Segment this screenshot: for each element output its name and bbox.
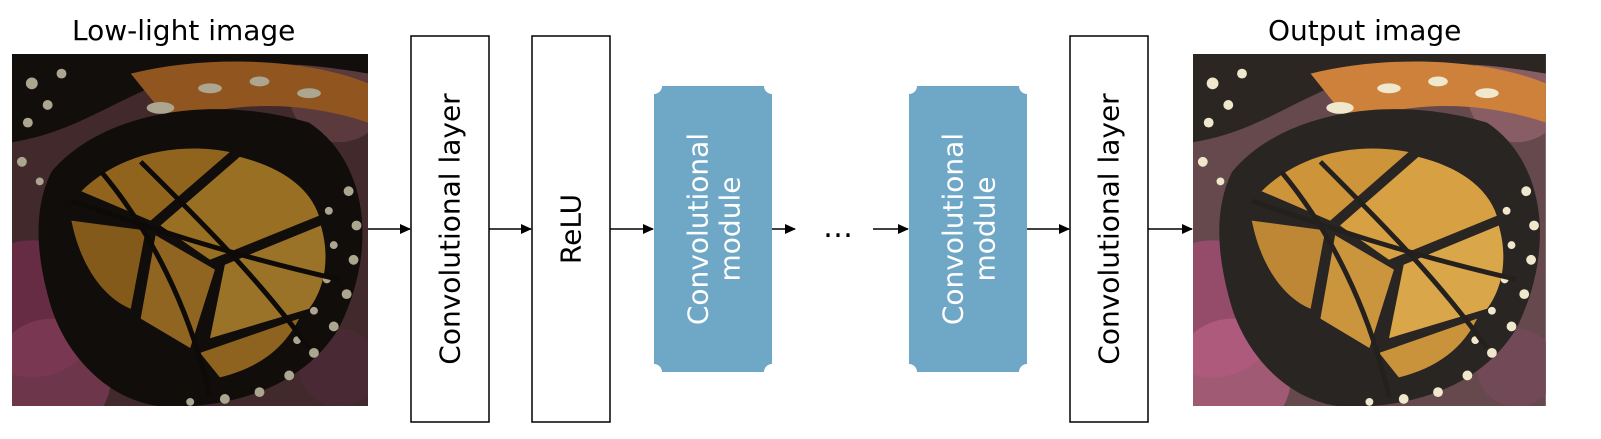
relu-label: ReLU (555, 194, 588, 264)
conv-module-box (654, 86, 772, 372)
conv-layer-label: Convolutional layer (1093, 93, 1126, 365)
conv-module-box (909, 86, 1027, 372)
low-light-image (12, 54, 368, 406)
conv-layer-box (1069, 35, 1149, 423)
conv-layer-box (410, 35, 490, 423)
conv-module-label: Convolutionalmodule (936, 133, 1001, 325)
conv-layer-label: Convolutional layer (434, 93, 467, 365)
ellipsis-label: … (823, 210, 853, 245)
pipeline-stages: Convolutional layer ReLU Convolutionalmodu… (410, 35, 1149, 423)
conv-module-label: Convolutionalmodule (681, 133, 746, 325)
output-image (1193, 54, 1546, 406)
output-image-caption: Output image (1268, 14, 1462, 47)
input-image-caption: Low-light image (72, 14, 296, 47)
relu-box (531, 35, 611, 423)
